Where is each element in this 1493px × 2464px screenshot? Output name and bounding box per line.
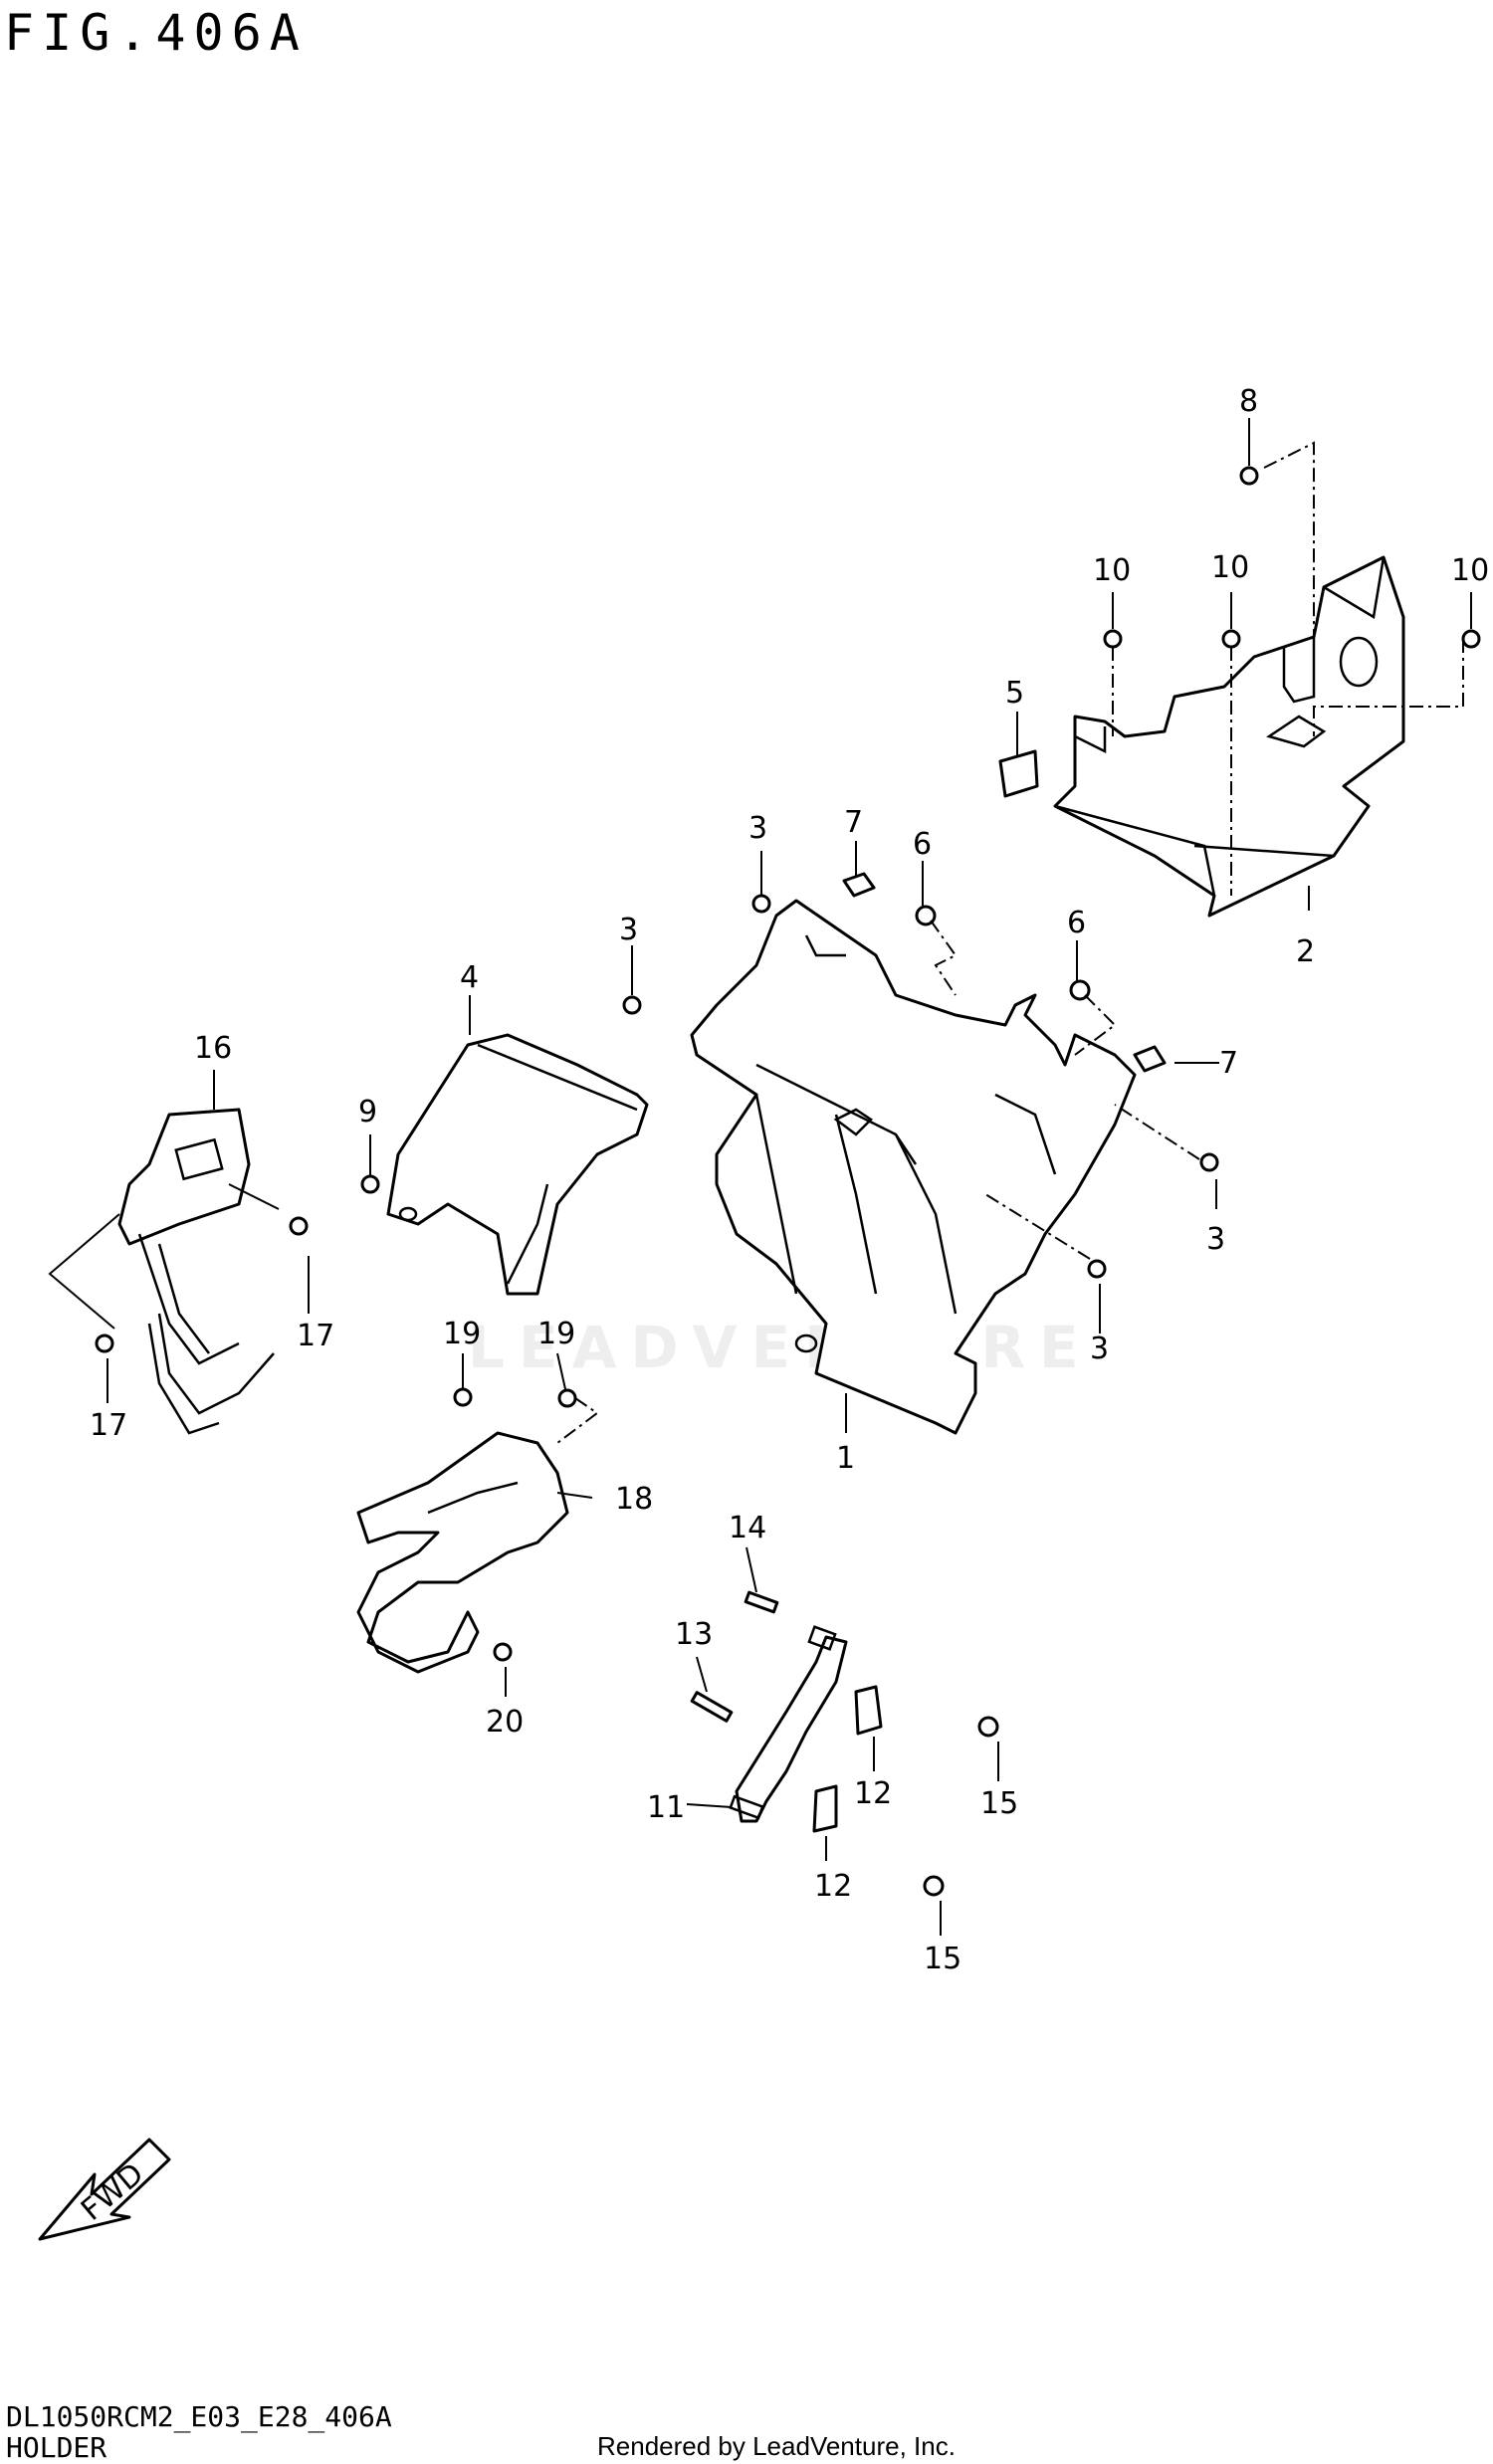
part-12-pad-b[interactable] xyxy=(812,1784,838,1833)
part-17-bolt-b[interactable] xyxy=(95,1334,114,1353)
part-17-bolt-a[interactable] xyxy=(289,1216,309,1236)
part-6-grommet-b[interactable] xyxy=(1069,979,1091,1001)
leader-lines xyxy=(48,418,1472,1936)
callout-11: 11 xyxy=(647,1790,685,1825)
callout-15-b: 15 xyxy=(924,1942,961,1976)
rendered-by-credit: Rendered by LeadVenture, Inc. xyxy=(597,2431,956,2461)
part-19-bolt-a[interactable] xyxy=(453,1387,473,1407)
callout-14: 14 xyxy=(729,1511,766,1545)
callout-3-c: 3 xyxy=(1206,1222,1225,1257)
part-13-stud[interactable] xyxy=(690,1691,734,1723)
callout-19-a: 19 xyxy=(443,1317,481,1351)
part-15-nut-b[interactable] xyxy=(923,1875,945,1897)
part-3-bolt-d[interactable] xyxy=(1087,1259,1107,1279)
part-12-pad-a[interactable] xyxy=(854,1685,883,1736)
part-8-bolt[interactable] xyxy=(1239,466,1259,486)
callout-1: 1 xyxy=(836,1441,855,1476)
part-11-strap[interactable] xyxy=(729,1625,848,1823)
callout-5: 5 xyxy=(1005,676,1024,711)
callout-8: 8 xyxy=(1239,384,1258,419)
callout-labels: 1 2 3 3 3 3 4 5 6 6 7 7 8 9 10 10 10 11 … xyxy=(90,384,1489,1976)
part-7-clip-b[interactable] xyxy=(1133,1045,1167,1073)
fwd-arrow-icon: FWD xyxy=(38,2138,171,2241)
part-4-bracket[interactable] xyxy=(386,1033,649,1296)
callout-3-d: 3 xyxy=(1090,1332,1109,1366)
callout-3-a: 3 xyxy=(748,811,767,846)
callout-13: 13 xyxy=(675,1617,713,1652)
part-20-bolt[interactable] xyxy=(493,1642,513,1662)
part-5-pad[interactable] xyxy=(998,749,1039,798)
callout-6-a: 6 xyxy=(913,827,932,862)
diagram-name: HOLDER xyxy=(6,2431,107,2464)
callout-6-b: 6 xyxy=(1067,906,1086,940)
diagram-code: DL1050RCM2_E03_E28_406A xyxy=(6,2400,392,2433)
callout-7-b: 7 xyxy=(1219,1046,1238,1081)
part-6-grommet-a[interactable] xyxy=(915,905,937,926)
part-3-bolt-a[interactable] xyxy=(751,894,771,914)
callout-3-b: 3 xyxy=(619,913,638,947)
callout-16: 16 xyxy=(194,1031,232,1066)
part-19-bolt-b[interactable] xyxy=(557,1388,577,1408)
part-9-grommet[interactable] xyxy=(360,1174,380,1194)
callout-10-a: 10 xyxy=(1093,553,1131,588)
callout-2: 2 xyxy=(1296,934,1315,969)
callout-17-b: 17 xyxy=(90,1408,127,1443)
part-1-main-holder[interactable] xyxy=(690,899,1137,1435)
callout-17-a: 17 xyxy=(297,1319,334,1353)
part-15-nut-a[interactable] xyxy=(977,1716,999,1738)
part-3-bolt-b[interactable] xyxy=(622,995,642,1015)
part-7-clip-a[interactable] xyxy=(842,872,876,898)
callout-4: 4 xyxy=(460,960,479,995)
callout-20: 20 xyxy=(486,1705,524,1740)
part-10-bolt-c[interactable] xyxy=(1461,629,1481,649)
callout-18: 18 xyxy=(615,1482,653,1517)
callout-19-b: 19 xyxy=(537,1317,575,1351)
part-14-stud[interactable] xyxy=(744,1590,779,1614)
callout-12-a: 12 xyxy=(854,1776,892,1811)
part-18-bracket[interactable] xyxy=(356,1431,569,1674)
part-10-bolt-a[interactable] xyxy=(1103,629,1123,649)
callout-10-c: 10 xyxy=(1451,553,1489,588)
callout-12-b: 12 xyxy=(814,1869,852,1904)
callout-7-a: 7 xyxy=(844,805,863,840)
part-2-upper-holder[interactable] xyxy=(1053,555,1405,918)
assembly-lines xyxy=(556,441,1464,1444)
figure-title: FIG.406A xyxy=(4,4,308,62)
callout-15-a: 15 xyxy=(980,1786,1018,1821)
part-16-bracket[interactable] xyxy=(117,1108,275,1435)
part-3-bolt-c[interactable] xyxy=(1199,1152,1219,1172)
part-10-bolt-b[interactable] xyxy=(1221,629,1241,649)
callout-9: 9 xyxy=(358,1095,377,1129)
callout-10-b: 10 xyxy=(1211,550,1249,585)
